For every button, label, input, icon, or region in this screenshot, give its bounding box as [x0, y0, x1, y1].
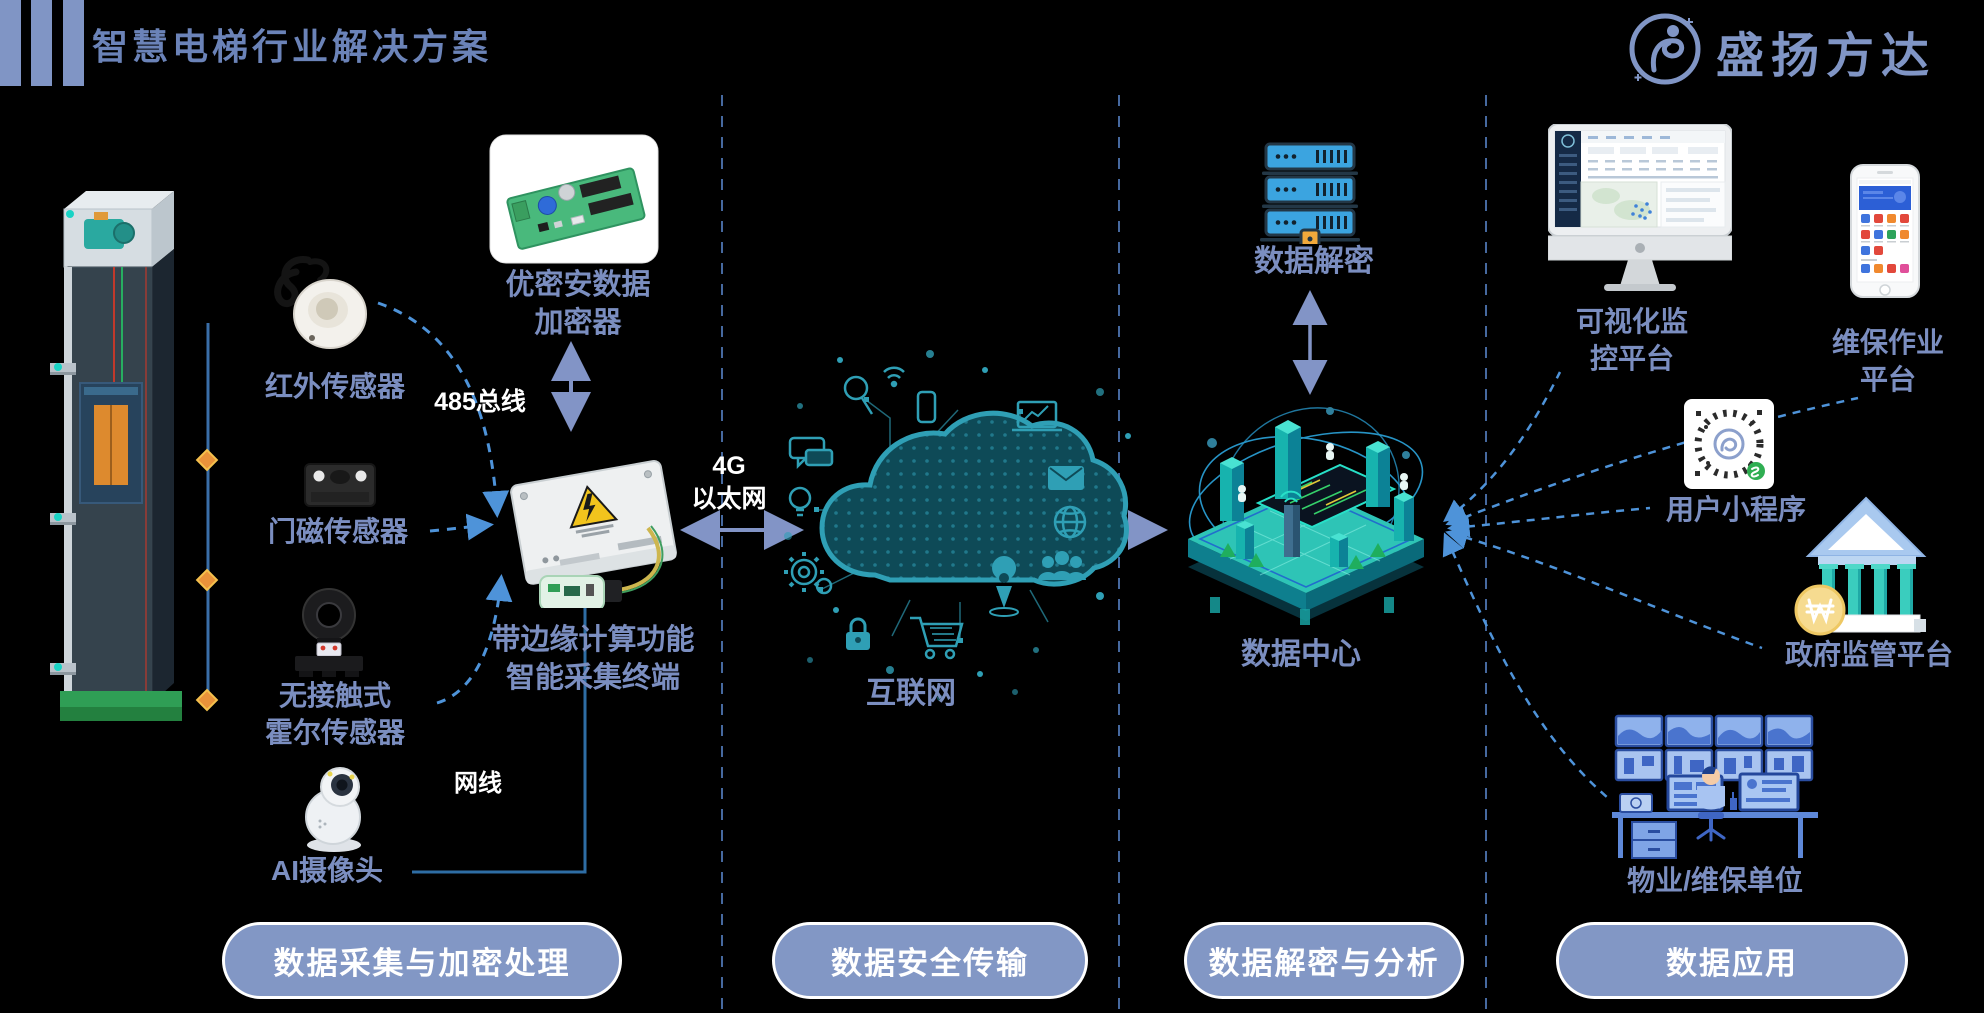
stage-pill-transmit: 数据安全传输: [772, 922, 1088, 999]
stage-pill-collect: 数据采集与加密处理: [222, 922, 622, 999]
link-dc-visual-platform: [1443, 371, 1562, 523]
server-stack-icon: [1260, 142, 1360, 244]
chat-icon: [788, 436, 834, 470]
company-logo-icon: [1629, 13, 1701, 85]
section-divider-1: [721, 95, 723, 1011]
page-title: 智慧电梯行业解决方案: [92, 26, 493, 67]
internet-cloud-illustration: [784, 350, 1131, 701]
data-decrypt-label: 数据解密: [1254, 245, 1374, 278]
link-4g-ethernet-label: 4G 以太网: [691, 452, 767, 513]
bus-485-label: 485总线: [434, 388, 526, 416]
terminal-label: 带边缘计算功能 智能采集终端: [491, 624, 695, 695]
network-cable-label: 网线: [454, 770, 502, 797]
wifi-icon: [883, 366, 905, 388]
visual-platform-label: 可视化监 控平台: [1575, 306, 1688, 374]
lightbulb-icon: [788, 486, 812, 517]
hall-sensor-image: [295, 588, 363, 677]
antenna-tower-icon: [1280, 490, 1302, 557]
hall-sensor-label: 无接触式 霍尔传感器: [264, 680, 405, 748]
government-platform-label: 政府监管平台: [1784, 639, 1953, 670]
stage-pill-decrypt: 数据解密与分析: [1184, 922, 1464, 999]
miniprogram-label: 用户小程序: [1665, 494, 1806, 525]
internet-label: 互联网: [866, 677, 956, 710]
cart-icon: [910, 616, 964, 660]
ai-camera-label: AI摄像头: [270, 855, 383, 886]
elevator-illustration: [50, 191, 219, 721]
laptop-chart-icon: [1012, 400, 1062, 432]
phone-image: [1850, 164, 1920, 298]
link-dc-government: [1445, 526, 1763, 650]
infrared-sensor-image: [274, 256, 367, 349]
lock-icon: [846, 617, 870, 650]
gear-icon: [784, 552, 833, 595]
miniprogram-qr-image: [1684, 399, 1774, 489]
edge-terminal-image: [510, 460, 677, 608]
stage-pill-apply: 数据应用: [1556, 922, 1908, 999]
magnifier-icon: [843, 375, 874, 415]
data-center-label: 数据中心: [1241, 638, 1361, 671]
encryptor-board-image: [489, 134, 659, 264]
phone-icon: [916, 390, 937, 424]
deco-bar-3: [63, 0, 84, 86]
location-pin-icon: [989, 556, 1019, 617]
envelope-icon: [1048, 466, 1084, 490]
link-dc-property: [1442, 532, 1609, 799]
link-dc-miniprogram: [1447, 506, 1651, 538]
control-room-illustration: [1612, 714, 1818, 859]
globe-icon: [1053, 505, 1087, 539]
maintenance-platform-label: 维保作业 平台: [1831, 327, 1944, 395]
section-divider-3: [1485, 95, 1487, 1011]
people-icon: [1038, 551, 1086, 580]
company-name: 盛扬方达: [1716, 30, 1937, 83]
desktop-monitor-image: [1548, 124, 1732, 291]
deco-bar-1: [0, 0, 21, 86]
door-magnet-sensor-image: [304, 463, 376, 507]
encryptor-label: 优密安数据 加密器: [505, 269, 651, 340]
ai-camera-image: [305, 767, 361, 852]
property-unit-label: 物业/维保单位: [1627, 865, 1803, 896]
infrared-sensor-label: 红外传感器: [264, 371, 405, 402]
link-door-to-terminal: [429, 513, 494, 541]
government-building-icon: [1794, 496, 1927, 636]
data-center-illustration: [1188, 407, 1424, 625]
door-sensor-label: 门磁传感器: [267, 516, 408, 547]
deco-bar-2: [31, 0, 52, 86]
